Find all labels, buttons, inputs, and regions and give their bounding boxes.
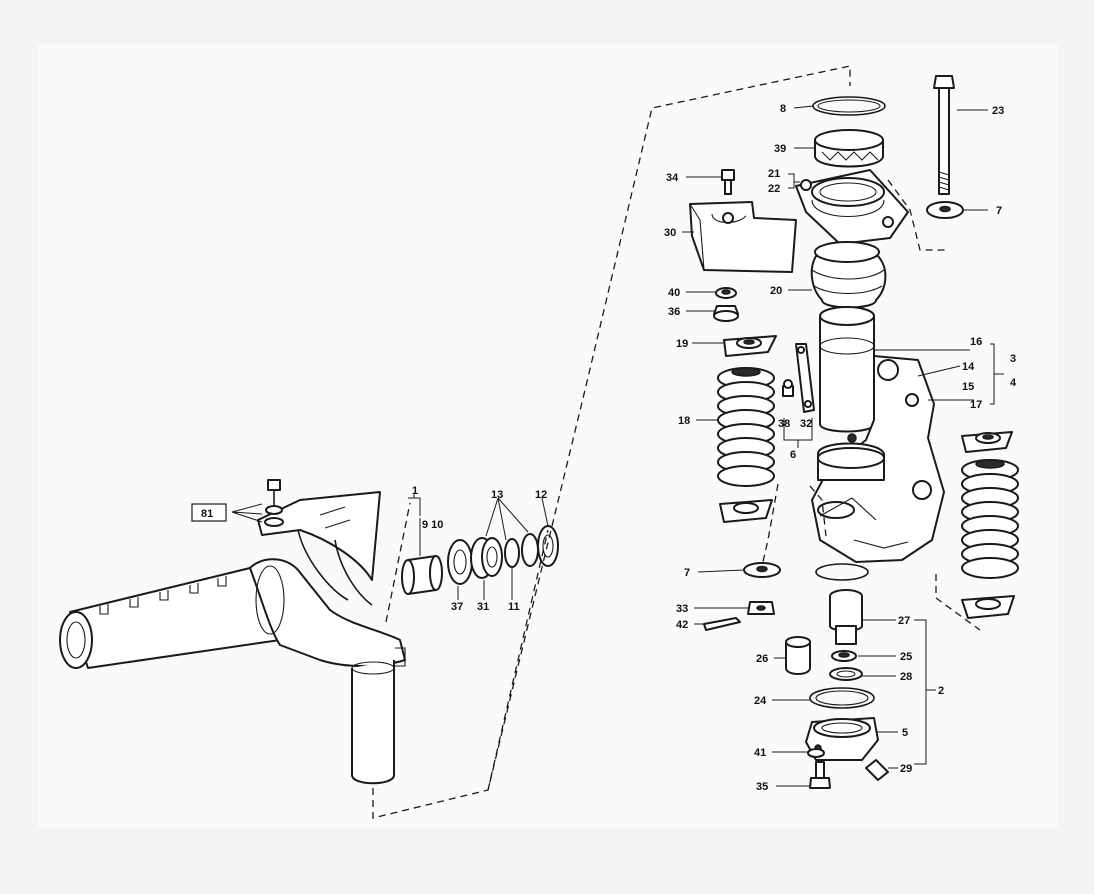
callout-36: 36 (668, 306, 680, 318)
callout-20: 20 (770, 285, 782, 297)
callout-37: 37 (451, 601, 463, 613)
callout-81-box (191, 503, 227, 522)
bolt-23 (933, 75, 955, 195)
callout-6: 6 (790, 449, 796, 461)
callout-2: 2 (938, 685, 944, 697)
callout-35: 35 (756, 781, 768, 793)
callout-7-lower: 7 (684, 567, 690, 579)
knuckle-body-14-15-17 (811, 355, 945, 563)
coil-spring-18 (717, 367, 775, 487)
seal-12 (537, 525, 559, 567)
cotter-pin-42 (703, 617, 741, 631)
spring-seat-19 (723, 335, 777, 357)
callout-15: 15 (962, 381, 974, 393)
ring-11 (504, 533, 539, 568)
callout-3: 3 (1010, 353, 1016, 365)
axle-housing (59, 558, 406, 785)
bolt-35 (809, 761, 831, 789)
callout-34: 34 (666, 172, 679, 184)
callout-42: 42 (676, 619, 688, 631)
callout-12: 12 (535, 489, 547, 501)
bushing-26 (785, 636, 811, 675)
grease-nipple-38 (782, 379, 794, 397)
callout-23: 23 (992, 105, 1004, 117)
screw-34 (721, 169, 735, 195)
callout-7-upper: 7 (996, 205, 1002, 217)
callout-29: 29 (900, 763, 912, 775)
spring-seat-lower-right (961, 595, 1015, 619)
king-pin-27 (829, 589, 863, 645)
callout-27: 27 (898, 615, 910, 627)
callout-31: 31 (477, 601, 489, 613)
coil-spring-right (961, 459, 1019, 579)
washer-37 (447, 539, 473, 585)
callout-11: 11 (508, 601, 520, 613)
castle-nut-33 (747, 601, 775, 615)
washer-7-upper (926, 201, 964, 219)
callout-18: 18 (678, 415, 690, 427)
callout-24: 24 (754, 695, 767, 707)
bottom-cover-5 (805, 717, 879, 761)
callout-13: 13 (491, 489, 503, 501)
lock-washer-41 (807, 748, 825, 758)
callout-14: 14 (962, 361, 975, 373)
callout-17: 17 (970, 399, 982, 411)
callout-28: 28 (900, 671, 912, 683)
thrust-bearing-39 (814, 129, 884, 168)
top-cap-21-22 (795, 169, 945, 251)
rubber-boot-20 (810, 241, 887, 309)
bolt-81 (264, 479, 284, 527)
callout-22: 22 (768, 183, 780, 195)
callout-5: 5 (902, 727, 908, 739)
snap-ring-lower (815, 563, 869, 581)
callout-40: 40 (668, 287, 680, 299)
callout-33: 33 (676, 603, 688, 615)
callout-8: 8 (780, 103, 786, 115)
gasket-24 (809, 687, 875, 709)
callout-32: 32 (800, 418, 812, 430)
callout-labels: 8 39 23 21 22 34 7 30 20 40 36 19 16 3 1… (201, 103, 1017, 793)
callout-38: 38 (778, 418, 790, 430)
callout-30: 30 (664, 227, 676, 239)
washer-7-lower (743, 562, 781, 578)
bushing-9-10 (401, 555, 443, 595)
callout-41: 41 (754, 747, 766, 759)
callout-26: 26 (756, 653, 768, 665)
nut-36 (713, 305, 739, 322)
callout-9-10: 9 10 (422, 519, 443, 531)
spring-seat-lower-left (719, 499, 773, 523)
link-32 (795, 343, 815, 413)
pin-29 (865, 759, 889, 781)
callout-21: 21 (768, 168, 780, 180)
callout-19: 19 (676, 338, 688, 350)
callout-4: 4 (1010, 377, 1017, 389)
callout-16: 16 (970, 336, 982, 348)
callout-81: 81 (201, 508, 213, 520)
callout-25: 25 (900, 651, 912, 663)
callout-39: 39 (774, 143, 786, 155)
shield-30 (689, 201, 797, 273)
nut-40 (715, 287, 737, 299)
mounting-bracket (257, 491, 381, 606)
leader-lines (231, 105, 1004, 787)
king-pin-tube-16 (819, 306, 875, 433)
bearing-31 (470, 537, 503, 579)
callout-1: 1 (412, 485, 418, 497)
snap-ring-8 (812, 96, 886, 116)
seal-28 (829, 667, 863, 681)
spring-seat-upper-right (961, 431, 1013, 453)
ring-25 (831, 650, 857, 662)
